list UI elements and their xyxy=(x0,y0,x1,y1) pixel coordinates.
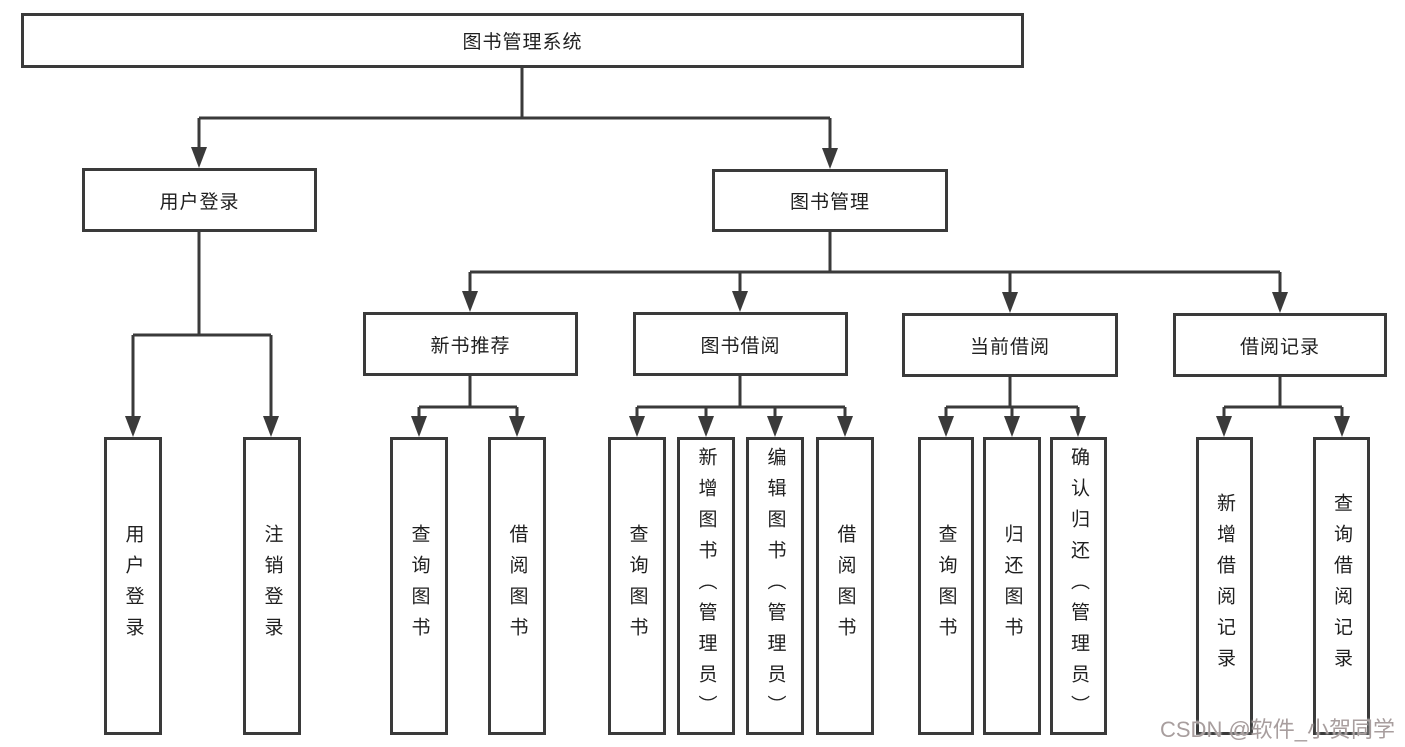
node-label: 图书管理 xyxy=(789,192,870,213)
node-label: 当前借阅 xyxy=(969,336,1050,358)
node-leaf-user-login: 用户登录 xyxy=(104,437,162,735)
node-book-borrow: 图书借阅 xyxy=(633,312,848,376)
node-label: 查询图书 xyxy=(935,524,957,648)
node-label: 编辑图书（管理员） xyxy=(764,446,786,726)
node-leaf-return-book: 归还图书 xyxy=(983,437,1041,735)
node-label: 归还图书 xyxy=(1001,524,1023,648)
node-leaf-add-borrow-record: 新增借阅记录 xyxy=(1196,437,1253,735)
node-leaf-borrow-book-1: 借阅图书 xyxy=(488,437,546,735)
node-leaf-logout: 注销登录 xyxy=(243,437,301,735)
node-label: 借阅记录 xyxy=(1239,336,1320,358)
node-label: 新增借阅记录 xyxy=(1214,493,1235,679)
node-label: 确认归还（管理员） xyxy=(1068,446,1089,726)
node-label: 借阅图书 xyxy=(506,524,528,648)
node-leaf-query-borrow-record: 查询借阅记录 xyxy=(1313,437,1370,735)
node-borrow-records: 借阅记录 xyxy=(1173,313,1387,377)
node-label: 用户登录 xyxy=(122,524,144,648)
node-label: 查询图书 xyxy=(626,524,648,648)
node-label: 借阅图书 xyxy=(834,524,856,648)
node-leaf-confirm-return-admin: 确认归还（管理员） xyxy=(1050,437,1107,735)
node-leaf-add-book-admin: 新增图书（管理员） xyxy=(677,437,735,735)
node-label: 新书推荐 xyxy=(430,335,511,357)
node-user-login: 用户登录 xyxy=(82,168,317,232)
node-new-book-recommend: 新书推荐 xyxy=(363,312,578,376)
node-label: 查询借阅记录 xyxy=(1331,493,1352,679)
node-label: 注销登录 xyxy=(261,524,283,648)
node-root: 图书管理系统 xyxy=(21,13,1024,68)
node-label: 新增图书（管理员） xyxy=(695,446,717,726)
node-leaf-query-book-3: 查询图书 xyxy=(918,437,974,735)
node-label: 图书借阅 xyxy=(700,335,781,357)
node-current-borrow: 当前借阅 xyxy=(902,313,1118,377)
node-leaf-edit-book-admin: 编辑图书（管理员） xyxy=(746,437,804,735)
node-label: 用户登录 xyxy=(159,191,240,213)
node-leaf-borrow-book-2: 借阅图书 xyxy=(816,437,874,735)
node-leaf-query-book-2: 查询图书 xyxy=(608,437,666,735)
node-label: 图书管理系统 xyxy=(462,32,583,53)
node-book-management: 图书管理 xyxy=(712,169,948,232)
node-label: 查询图书 xyxy=(408,524,430,648)
node-leaf-query-book-1: 查询图书 xyxy=(390,437,448,735)
csdn-watermark: CSDN @软件_小贺同学 xyxy=(1160,717,1396,742)
